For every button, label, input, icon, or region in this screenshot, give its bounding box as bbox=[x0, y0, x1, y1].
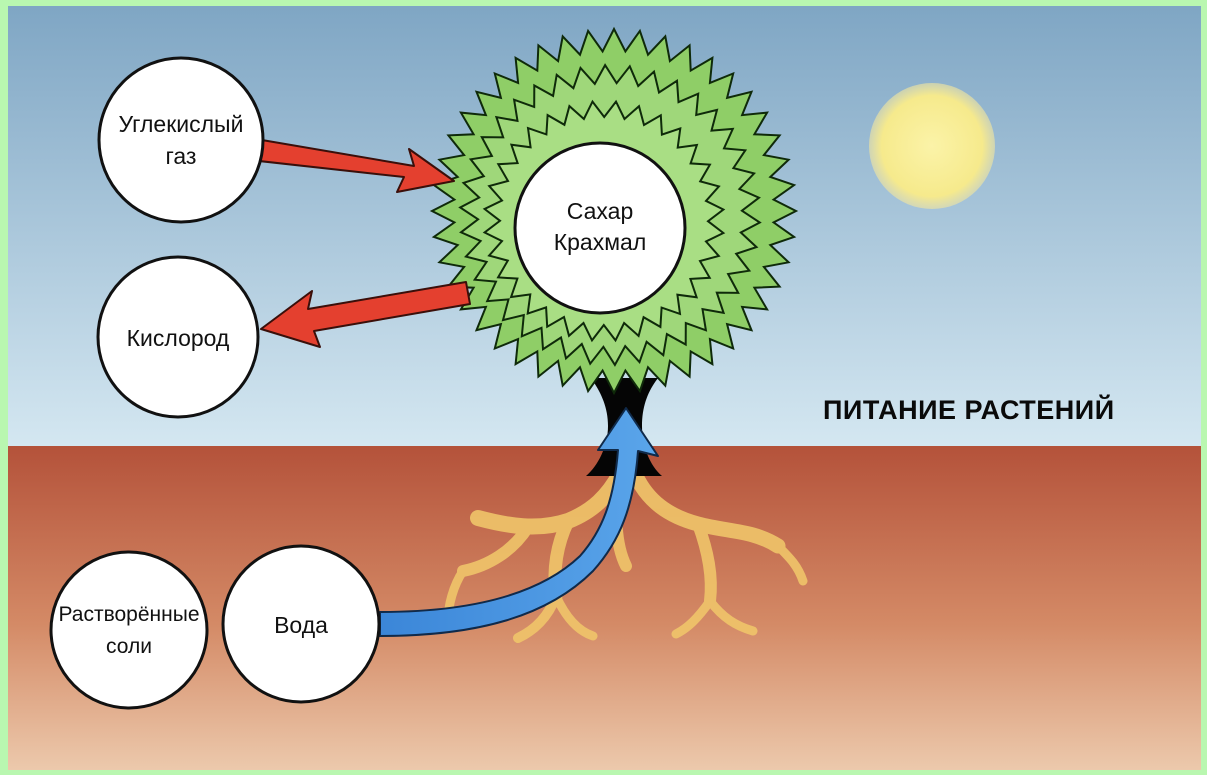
water-label: Вода bbox=[274, 612, 328, 638]
co2-node: Углекислый газ bbox=[99, 58, 263, 222]
sun-icon bbox=[869, 83, 995, 209]
plant-nutrition-diagram: Углекислый газ Кислород Сахар Крахмал Ра… bbox=[8, 6, 1201, 770]
starch-label-line2: Крахмал bbox=[554, 229, 647, 255]
starch-label-line1: Сахар bbox=[567, 198, 633, 224]
water-node: Вода bbox=[223, 546, 379, 702]
oxygen-node: Кислород bbox=[98, 257, 258, 417]
co2-label-line1: Углекислый bbox=[119, 111, 244, 137]
oxygen-label: Кислород bbox=[127, 325, 230, 351]
diagram-canvas: Углекислый газ Кислород Сахар Крахмал Ра… bbox=[8, 6, 1201, 770]
co2-label-line2: газ bbox=[166, 143, 197, 169]
salts-label-line2: соли bbox=[106, 635, 152, 658]
salts-label-line1: Растворённые bbox=[58, 603, 199, 626]
diagram-title: ПИТАНИЕ РАСТЕНИЙ bbox=[823, 394, 1115, 425]
starch-node: Сахар Крахмал bbox=[515, 143, 685, 313]
salts-node: Растворённые соли bbox=[51, 552, 207, 708]
